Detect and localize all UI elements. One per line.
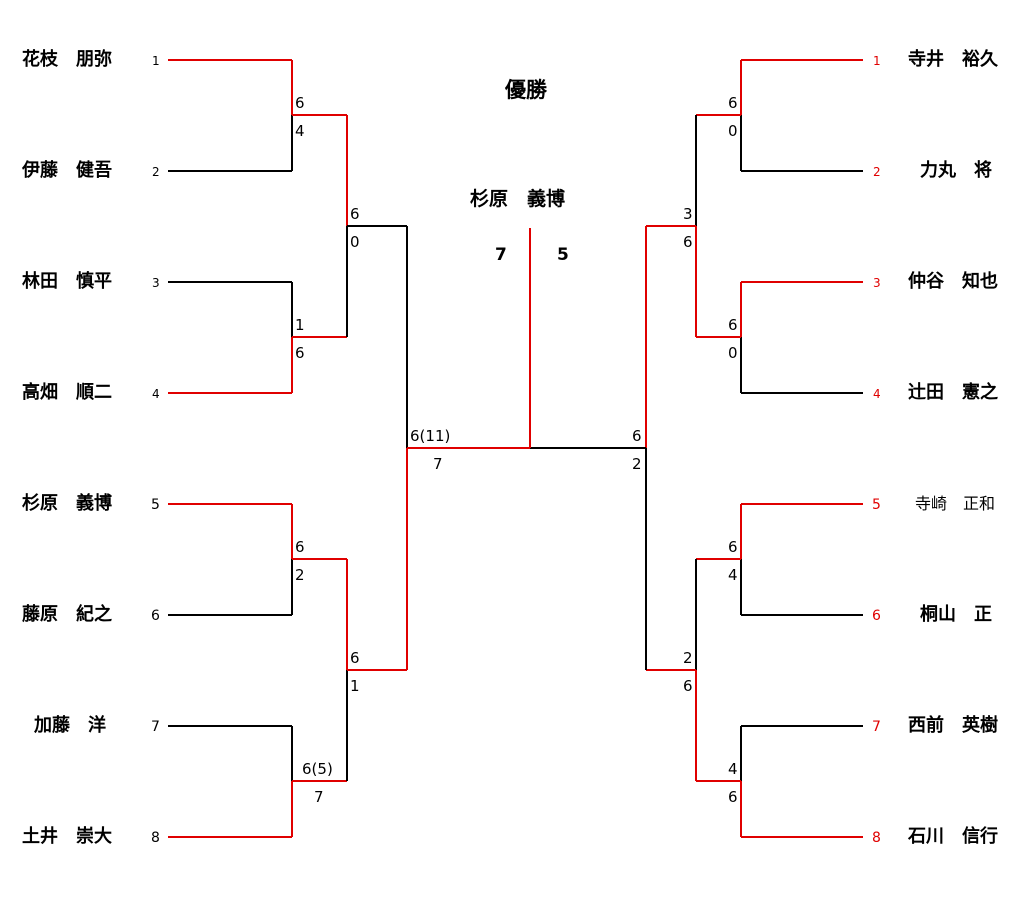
- left-r2-score: 0: [350, 233, 360, 251]
- left-player-name: 土井 崇大: [22, 826, 112, 847]
- left-seed: 6: [151, 608, 160, 624]
- right-player-name: 仲谷 知也: [908, 271, 998, 292]
- left-r2-score: 6: [350, 649, 360, 667]
- left-r1-score: 1: [295, 316, 305, 334]
- left-seed: 1: [152, 54, 160, 68]
- right-player-name: 力丸 将: [920, 160, 992, 181]
- right-player-name: 寺井 裕久: [908, 49, 998, 70]
- right-player-name: 西前 英樹: [908, 715, 998, 736]
- left-sf-score: 7: [433, 455, 443, 473]
- right-seed: 6: [872, 608, 881, 624]
- right-r2-score: 3: [683, 205, 693, 223]
- right-seed: 4: [873, 387, 881, 401]
- right-seed: 3: [873, 276, 881, 290]
- left-r1-score: 7: [314, 788, 324, 806]
- right-sf-score: 6: [632, 427, 642, 445]
- right-player-name: 寺崎 正和: [915, 494, 996, 513]
- left-player-name: 林田 慎平: [22, 271, 112, 292]
- left-r1-score: 6: [295, 344, 305, 362]
- right-player-name: 辻田 憲之: [908, 382, 998, 403]
- left-r1-score: 6: [295, 94, 305, 112]
- left-player-name: 伊藤 健吾: [22, 160, 112, 181]
- right-r1-score: 6: [728, 788, 738, 806]
- champion-title: 優勝: [505, 78, 547, 102]
- right-r2-score: 2: [683, 649, 693, 667]
- left-r2-score: 1: [350, 677, 360, 695]
- right-seed: 5: [872, 497, 881, 513]
- right-r1-score: 0: [728, 122, 738, 140]
- left-player-name: 杉原 義博: [22, 493, 112, 514]
- right-r1-score: 4: [728, 760, 738, 778]
- left-r1-score: 6(5): [302, 760, 333, 778]
- left-sf-score: 6(11): [410, 427, 451, 445]
- left-player-name: 加藤 洋: [34, 715, 106, 736]
- left-r1-score: 6: [295, 538, 305, 556]
- left-seed: 2: [152, 165, 160, 179]
- right-seed: 1: [873, 54, 881, 68]
- left-r2-score: 6: [350, 205, 360, 223]
- right-seed: 7: [872, 719, 881, 735]
- left-r1-score: 2: [295, 566, 305, 584]
- left-player-name: 花枝 朋弥: [22, 49, 112, 70]
- right-r1-score: 6: [728, 316, 738, 334]
- final-score-right: 5: [557, 245, 569, 265]
- right-sf-score: 2: [632, 455, 642, 473]
- champion-name: 杉原 義博: [470, 188, 566, 210]
- left-seed: 3: [152, 276, 160, 290]
- final-score-left: 7: [495, 245, 507, 265]
- left-seed: 8: [151, 830, 160, 846]
- left-seed: 7: [151, 719, 160, 735]
- left-seed: 4: [152, 387, 160, 401]
- right-seed: 8: [872, 830, 881, 846]
- left-player-name: 藤原 紀之: [22, 604, 112, 625]
- right-player-name: 石川 信行: [908, 826, 998, 847]
- right-seed: 2: [873, 165, 881, 179]
- right-r1-score: 6: [728, 94, 738, 112]
- right-r1-score: 6: [728, 538, 738, 556]
- right-r2-score: 6: [683, 677, 693, 695]
- right-r1-score: 0: [728, 344, 738, 362]
- left-seed: 5: [151, 497, 160, 513]
- right-r2-score: 6: [683, 233, 693, 251]
- left-r1-score: 4: [295, 122, 305, 140]
- left-player-name: 高畑 順二: [22, 382, 112, 403]
- right-r1-score: 4: [728, 566, 738, 584]
- right-player-name: 桐山 正: [920, 604, 992, 625]
